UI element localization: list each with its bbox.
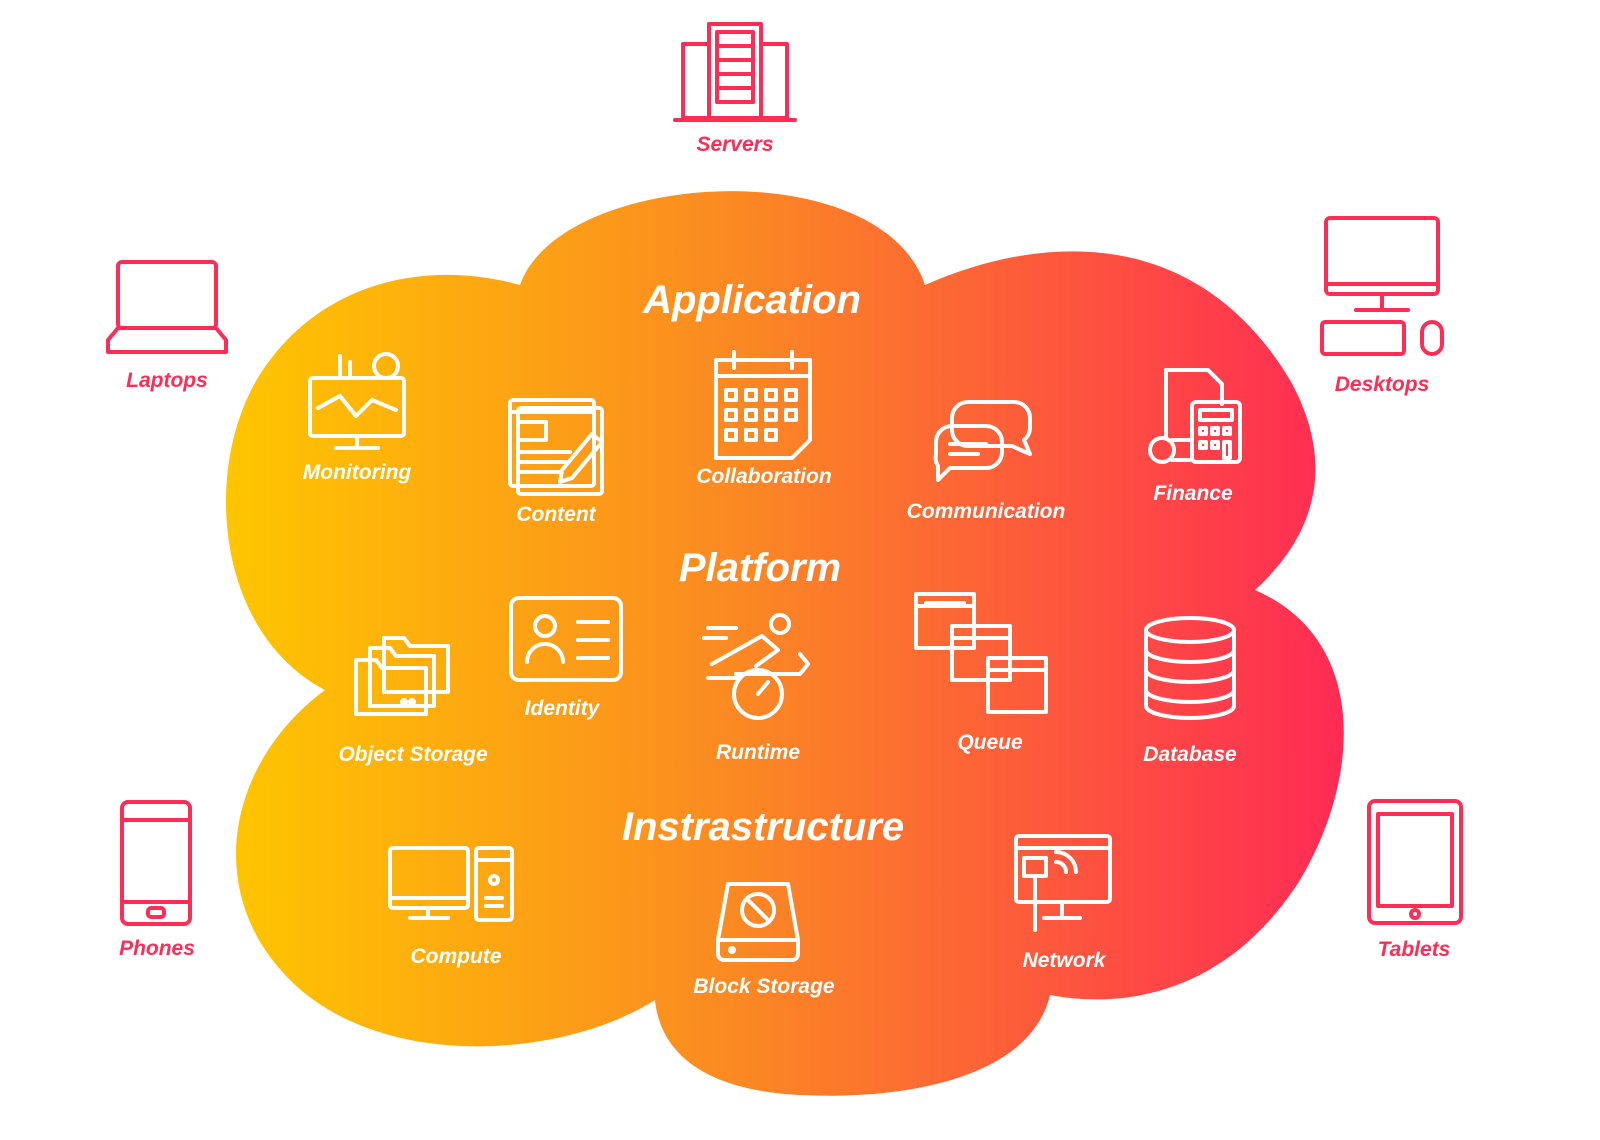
- compute-icon: [388, 846, 514, 922]
- monitoring-label: Monitoring: [303, 461, 412, 484]
- database-icon: [1144, 616, 1236, 720]
- platform-heading: Platform: [679, 546, 841, 590]
- infrastructure-heading: Instrastructure: [622, 805, 904, 849]
- runtime-icon: [702, 613, 810, 720]
- block-storage-icon: [716, 882, 800, 962]
- object-storage-icon: [354, 636, 450, 716]
- calendar-icon: [714, 350, 812, 460]
- queue-icon: [914, 592, 1048, 714]
- tablet-icon: [1367, 799, 1463, 925]
- compute-label: Compute: [411, 945, 502, 968]
- runtime-label: Runtime: [716, 741, 800, 764]
- finance-label: Finance: [1153, 482, 1233, 505]
- servers-icon: [673, 22, 797, 122]
- finance-icon: [1148, 368, 1242, 464]
- laptops-label: Laptops: [126, 369, 208, 392]
- phone-icon: [120, 800, 192, 926]
- queue-label: Queue: [957, 731, 1023, 754]
- desktops-label: Desktops: [1335, 373, 1430, 396]
- servers-label: Servers: [696, 133, 773, 156]
- communication-icon: [933, 400, 1032, 482]
- object-storage-label: Object Storage: [338, 743, 488, 766]
- identity-icon: [509, 596, 623, 682]
- block-storage-label: Block Storage: [693, 975, 835, 998]
- identity-label: Identity: [525, 697, 601, 720]
- network-icon: [1014, 834, 1112, 932]
- tablets-label: Tablets: [1378, 938, 1451, 961]
- content-label: Content: [516, 503, 596, 526]
- network-label: Network: [1023, 949, 1107, 972]
- desktop-icon: [1320, 216, 1444, 356]
- database-label: Database: [1143, 743, 1237, 766]
- collaboration-label: Collaboration: [696, 465, 831, 488]
- application-heading: Application: [642, 278, 861, 322]
- laptop-icon: [106, 260, 228, 354]
- monitoring-icon: [308, 352, 406, 450]
- phones-label: Phones: [119, 937, 195, 960]
- content-icon: [508, 398, 604, 496]
- communication-label: Communication: [907, 500, 1066, 523]
